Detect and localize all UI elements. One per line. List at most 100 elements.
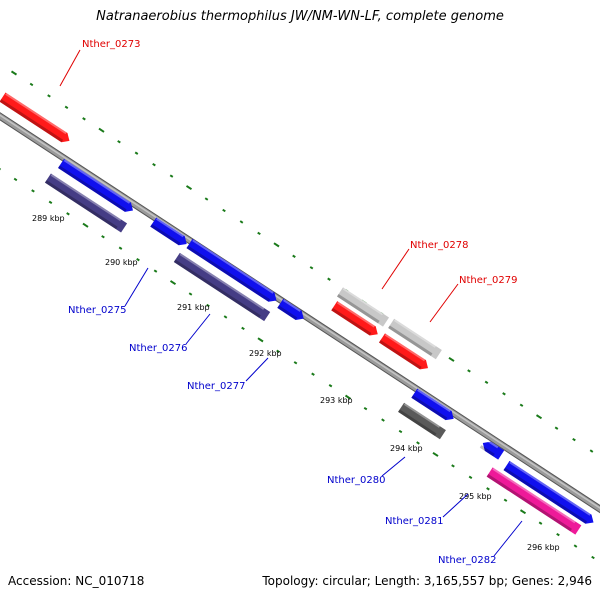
tick-dot <box>502 392 506 396</box>
tick-dot <box>432 451 439 457</box>
tick-dot <box>239 220 244 224</box>
gene-nther-0280[interactable] <box>398 402 446 440</box>
gene-label-nther-0279[interactable]: Nther_0279 <box>459 275 517 286</box>
tick-dot <box>344 394 352 400</box>
gene-nther-0281-cds[interactable] <box>503 460 596 527</box>
gene-label-nther-0275[interactable]: Nther_0275 <box>68 305 126 316</box>
tick-dot <box>29 82 34 87</box>
tick-dot <box>292 254 296 258</box>
gene-nther-0281[interactable] <box>479 438 505 460</box>
tick-dot <box>573 544 578 548</box>
callout-lines <box>59 49 523 557</box>
gene-nther-0282[interactable] <box>486 467 582 535</box>
kbp-label: 294 kbp <box>390 444 423 453</box>
tick-dot <box>188 292 193 296</box>
kbp-label: 293 kbp <box>320 396 353 405</box>
tick-dot <box>153 269 158 273</box>
gene-nther-0279-shadow[interactable] <box>388 318 442 360</box>
gene-label-nther-0281[interactable]: Nther_0281 <box>385 516 443 527</box>
tick-dot <box>185 185 193 191</box>
tick-dot <box>64 105 69 110</box>
tick-dot <box>241 326 245 331</box>
tick-dot <box>136 257 140 262</box>
tick-dot <box>134 151 139 155</box>
tick-dot <box>152 162 156 167</box>
gene-nther-0275[interactable] <box>44 173 128 233</box>
gene-labels: Nther_0273 Nther_0275 Nther_0276 Nther_0… <box>68 39 517 566</box>
tick-dot <box>223 315 228 319</box>
kbp-label: 292 kbp <box>249 349 282 358</box>
tick-dot <box>416 441 420 445</box>
tick-dot <box>503 498 508 502</box>
tick-dot <box>451 464 455 468</box>
tick-dot <box>538 521 543 525</box>
tick-dot <box>467 369 471 373</box>
tick-dot <box>484 380 489 385</box>
gene-label-nther-0278[interactable]: Nther_0278 <box>410 240 468 251</box>
gene-nther-0274[interactable] <box>58 158 136 215</box>
gene-label-nther-0280[interactable]: Nther_0280 <box>327 475 385 486</box>
gene-label-nther-0273[interactable]: Nther_0273 <box>82 39 140 50</box>
tick-dot <box>363 406 368 411</box>
tick-dot <box>591 555 595 560</box>
gene-nther-0276[interactable] <box>173 252 271 322</box>
tick-dot <box>10 70 18 76</box>
gene-features <box>0 92 596 535</box>
gene-nther-0273[interactable] <box>0 92 72 145</box>
gene-nther-0280-cds[interactable] <box>411 388 456 424</box>
kbp-label: 291 kbp <box>177 303 210 312</box>
tick-dot <box>82 117 86 121</box>
gene-label-nther-0277[interactable]: Nther_0277 <box>187 381 245 392</box>
tick-dot <box>589 449 594 453</box>
tick-dot <box>206 303 210 308</box>
tick-dot <box>257 231 261 236</box>
gene-nther-0279[interactable] <box>378 333 431 372</box>
kbp-label: 289 kbp <box>32 214 65 223</box>
tick-dot <box>556 532 560 537</box>
tick-dot <box>101 235 105 239</box>
tick-dot <box>257 337 264 343</box>
tick-dot <box>519 509 527 515</box>
tick-dot <box>82 222 89 228</box>
tick-dot <box>204 197 209 201</box>
kbp-tick-labels: 289 kbp 290 kbp 291 kbp 292 kbp 293 kbp … <box>32 214 560 552</box>
tick-dot <box>31 189 35 193</box>
tick-dot <box>468 475 473 480</box>
tick-dot <box>486 487 490 491</box>
tick-dot <box>13 177 18 182</box>
tick-dot <box>276 349 280 353</box>
tick-dot <box>118 246 123 250</box>
tick-dot <box>311 372 315 376</box>
gene-nther-0278[interactable] <box>336 287 390 327</box>
tick-dot <box>448 356 455 362</box>
tick-dot <box>327 277 331 281</box>
tick-dot <box>0 168 2 171</box>
tick-dot <box>572 437 576 442</box>
tick-dot <box>47 94 51 98</box>
tick-dot <box>98 127 105 133</box>
tick-dot <box>309 266 314 270</box>
tick-dot <box>222 208 226 213</box>
tick-dot <box>169 280 177 286</box>
tick-dot <box>66 212 70 216</box>
gene-label-nther-0276[interactable]: Nther_0276 <box>129 343 187 354</box>
tick-dot <box>554 426 559 430</box>
gene-nther-0276-cds[interactable] <box>186 238 279 305</box>
tick-dot <box>117 140 121 144</box>
tick-dot <box>381 418 385 422</box>
gene-nther-0278-cds[interactable] <box>331 301 381 339</box>
gene-label-nther-0282[interactable]: Nther_0282 <box>438 555 496 566</box>
genome-summary-text: Topology: circular; Length: 3,165,557 bp… <box>262 574 592 588</box>
kbp-label: 295 kbp <box>459 492 492 501</box>
tick-dot <box>398 429 403 434</box>
tick-dot <box>535 414 543 420</box>
tick-dot <box>273 242 280 248</box>
tick-dot <box>48 200 53 205</box>
gene-nther-0275-b[interactable] <box>150 217 189 248</box>
gene-nther-0277[interactable] <box>277 298 306 324</box>
kbp-label: 290 kbp <box>105 258 138 267</box>
tick-dot <box>328 384 333 388</box>
accession-text: Accession: NC_010718 <box>8 574 145 588</box>
